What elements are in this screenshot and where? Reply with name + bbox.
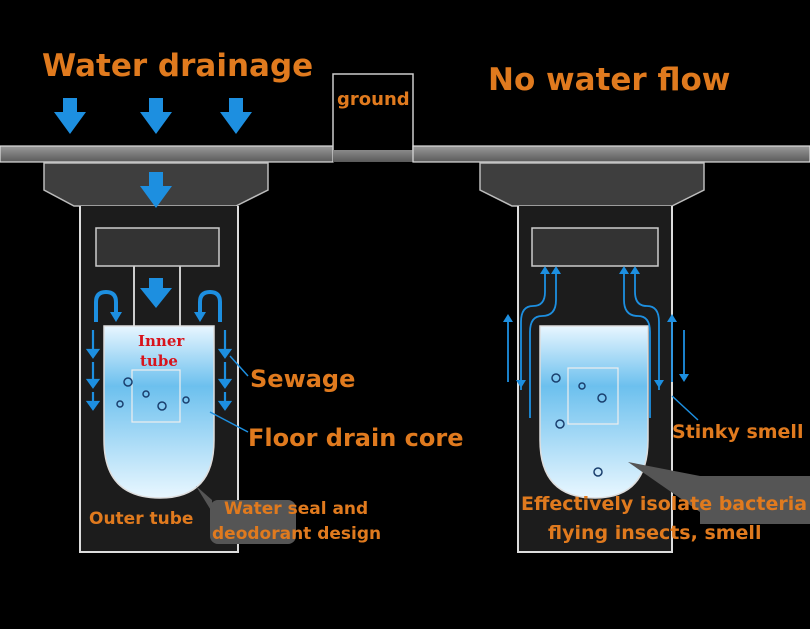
smell-flow-lines	[507, 270, 685, 418]
outer-tube-label: Outer tube	[89, 509, 194, 529]
floor-drain-core-label: Floor drain core	[248, 424, 464, 452]
u-turn-arrow-icon	[198, 289, 222, 322]
u-turn-arrow-icon	[94, 289, 118, 322]
right-inner-tube-window	[567, 367, 619, 425]
down-arrow-icon	[140, 278, 172, 308]
left-core-cup	[103, 325, 215, 499]
right-bubbles	[551, 373, 607, 477]
speech-tail	[628, 462, 700, 512]
left-leader-lines	[209, 355, 249, 433]
down-arrow-icon	[220, 98, 252, 134]
no-water-flow-title: No water flow	[488, 62, 731, 98]
down-arrow-icon	[140, 98, 172, 134]
drainage-arrows	[54, 98, 252, 308]
left-inner-tube-window	[131, 369, 181, 423]
inner-tube-label-line2: tube	[140, 352, 178, 370]
right-floor-plate	[412, 145, 810, 163]
left-drain	[0, 98, 334, 553]
water-seal-tail	[196, 486, 212, 512]
right-core-collar	[531, 227, 659, 267]
right-core-cup	[539, 325, 649, 499]
seep-arrows	[85, 330, 233, 411]
bacteria-callout-box	[700, 476, 810, 524]
stinky-smell-label: Stinky smell	[672, 421, 804, 443]
overflow-arrowheads	[110, 312, 206, 322]
water-drainage-title: Water drainage	[42, 48, 314, 84]
overflow-arrows	[94, 289, 222, 322]
left-inner-tube	[133, 266, 181, 326]
left-bubbles	[116, 377, 190, 411]
right-leader-lines	[671, 395, 699, 421]
isolate-label-line2: flying insects, smell	[548, 522, 762, 544]
water-seal-label-line2: deodorant design	[212, 524, 382, 544]
ground-label: ground	[337, 89, 410, 110]
right-drain	[412, 145, 810, 553]
water-seal-label-line1: Water seal and	[224, 499, 369, 519]
smell-flow-arrowheads	[503, 266, 689, 388]
left-core-collar	[95, 227, 220, 267]
left-floor-plate	[0, 145, 334, 163]
ground-block	[332, 73, 414, 162]
sewage-label: Sewage	[250, 365, 356, 393]
isolate-label-line1: Effectively isolate bacteria	[521, 493, 808, 515]
water-seal-callout-box	[210, 500, 296, 544]
inner-tube-label-line1: Inner	[138, 332, 185, 350]
down-arrow-icon	[140, 172, 172, 208]
right-funnel	[479, 162, 705, 207]
down-arrow-icon	[54, 98, 86, 134]
